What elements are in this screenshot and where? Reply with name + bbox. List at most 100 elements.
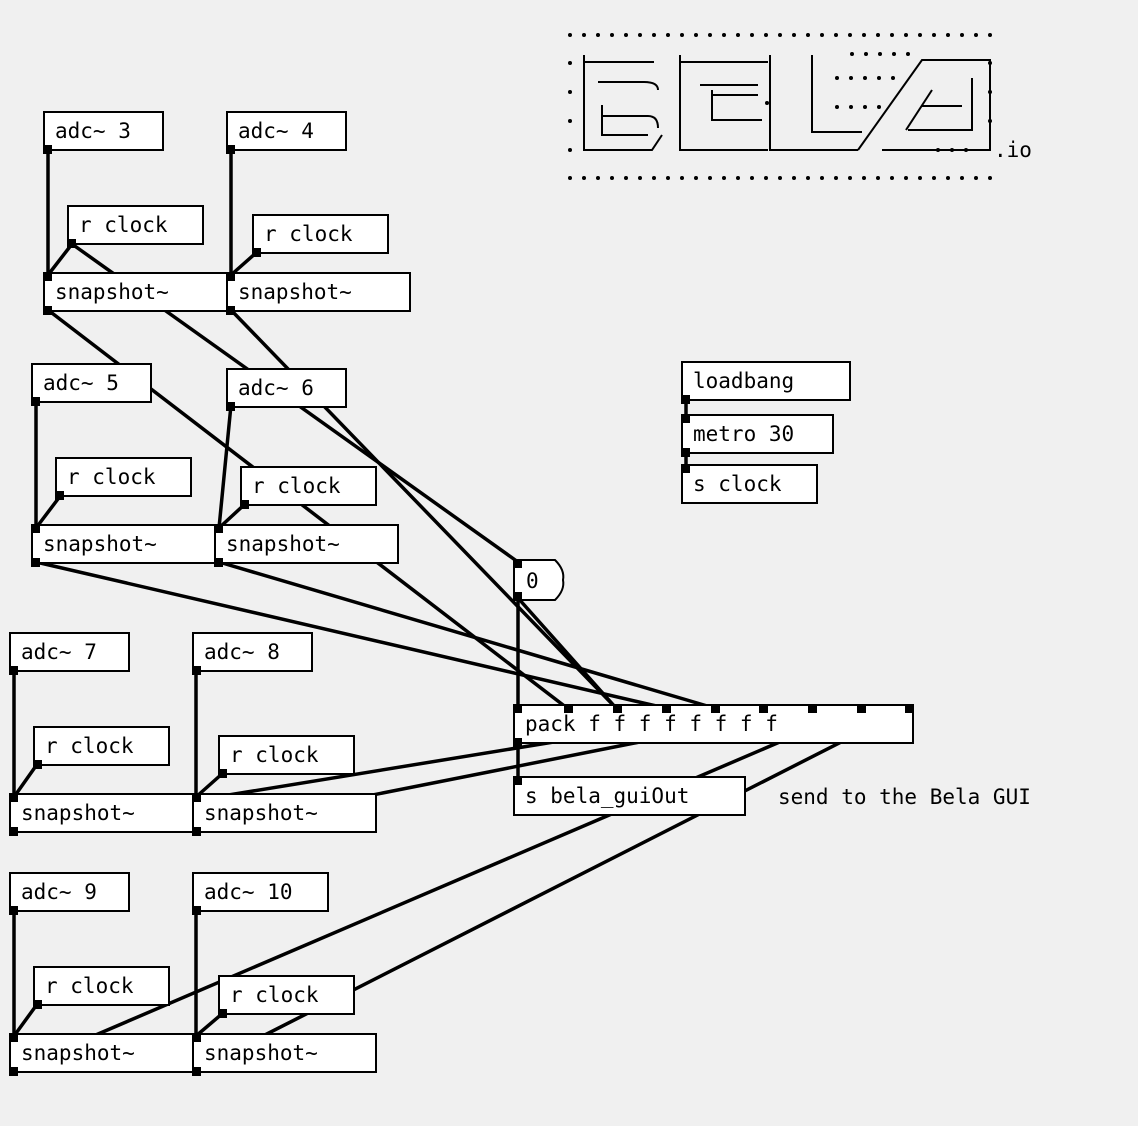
snapshot-object[interactable]: snapshot~	[214, 524, 399, 567]
inlet[interactable]	[9, 793, 18, 802]
snapshot-object[interactable]: snapshot~	[9, 793, 194, 836]
outlet[interactable]	[226, 306, 235, 315]
number-box[interactable]: 0	[513, 559, 567, 602]
outlet[interactable]	[9, 906, 18, 915]
object-label: adc~ 9	[21, 880, 97, 904]
object-label: adc~ 5	[43, 371, 119, 395]
r-clock-object[interactable]: r clock	[33, 726, 170, 769]
snapshot-object[interactable]: snapshot~	[43, 272, 228, 315]
object-label: metro 30	[693, 422, 795, 446]
outlet[interactable]	[240, 500, 249, 509]
snapshot-object[interactable]: snapshot~	[226, 272, 411, 315]
inlet[interactable]	[31, 524, 40, 533]
r-clock-object[interactable]: r clock	[218, 975, 355, 1018]
r-clock-object[interactable]: r clock	[67, 205, 204, 248]
metro-object[interactable]: metro 30	[681, 414, 834, 457]
inlet[interactable]	[226, 272, 235, 281]
outlet[interactable]	[192, 666, 201, 675]
object-label: r clock	[45, 974, 134, 998]
outlet[interactable]	[218, 769, 227, 778]
outlet[interactable]	[192, 1067, 201, 1076]
inlet-8[interactable]	[857, 704, 866, 713]
outlet[interactable]	[681, 395, 690, 404]
snapshot-object[interactable]: snapshot~	[9, 1033, 194, 1076]
send-clock-object[interactable]: s clock	[681, 464, 818, 504]
outlet[interactable]	[9, 827, 18, 836]
outlet[interactable]	[218, 1009, 227, 1018]
adc-3-object[interactable]: adc~ 3	[43, 111, 164, 154]
loadbang-object[interactable]: loadbang	[681, 361, 851, 404]
inlet[interactable]	[43, 272, 52, 281]
bela-logo: .io	[568, 33, 1032, 180]
adc-9-object[interactable]: adc~ 9	[9, 872, 130, 915]
object-label: snapshot~	[21, 801, 135, 825]
r-clock-object[interactable]: r clock	[55, 457, 192, 500]
inlet-6[interactable]	[759, 704, 768, 713]
outlet[interactable]	[33, 760, 42, 769]
inlet-7[interactable]	[808, 704, 817, 713]
outlet[interactable]	[192, 906, 201, 915]
adc-8-object[interactable]: adc~ 8	[192, 632, 313, 675]
r-clock-object[interactable]: r clock	[240, 466, 377, 509]
snapshot-object[interactable]: snapshot~	[31, 524, 216, 567]
adc-6-object[interactable]: adc~ 6	[226, 368, 347, 411]
outlet[interactable]	[226, 402, 235, 411]
object-label: r clock	[45, 734, 134, 758]
inlet-4[interactable]	[662, 704, 671, 713]
r-clock-object[interactable]: r clock	[33, 966, 170, 1009]
inlet-2[interactable]	[564, 704, 573, 713]
outlet[interactable]	[9, 666, 18, 675]
object-label: r clock	[252, 474, 341, 498]
adc-4-object[interactable]: adc~ 4	[226, 111, 347, 154]
outlet[interactable]	[681, 448, 690, 457]
object-label: s clock	[693, 472, 782, 496]
object-label: snapshot~	[226, 532, 340, 556]
outlet[interactable]	[55, 491, 64, 500]
outlet[interactable]	[31, 558, 40, 567]
object-label: pack f f f f f f f f	[525, 712, 778, 736]
adc-10-object[interactable]: adc~ 10	[192, 872, 329, 915]
adc-5-object[interactable]: adc~ 5	[31, 363, 152, 406]
r-clock-object[interactable]: r clock	[218, 735, 355, 778]
outlet[interactable]	[513, 738, 522, 747]
inlet[interactable]	[681, 414, 690, 423]
adc-7-object[interactable]: adc~ 7	[9, 632, 130, 675]
send-bela-gui-object[interactable]: s bela_guiOut	[513, 776, 746, 816]
object-label: loadbang	[693, 369, 795, 393]
outlet[interactable]	[67, 239, 76, 248]
inlet-1[interactable]	[513, 704, 522, 713]
pack-object[interactable]: pack f f f f f f f f	[513, 704, 914, 747]
object-label: snapshot~	[238, 280, 352, 304]
object-label: adc~ 3	[55, 119, 131, 143]
outlet[interactable]	[214, 558, 223, 567]
number-box-value: 0	[526, 569, 539, 593]
inlet[interactable]	[513, 776, 522, 785]
object-label: adc~ 7	[21, 640, 97, 664]
r-clock-object[interactable]: r clock	[252, 214, 389, 257]
object-label: snapshot~	[55, 280, 169, 304]
object-label: snapshot~	[204, 1041, 318, 1065]
object-label: adc~ 10	[204, 880, 293, 904]
outlet[interactable]	[192, 827, 201, 836]
object-label: r clock	[230, 743, 319, 767]
inlet[interactable]	[192, 1033, 201, 1042]
outlet[interactable]	[252, 248, 261, 257]
object-label: s bela_guiOut	[525, 784, 690, 808]
object-label: snapshot~	[204, 801, 318, 825]
outlet[interactable]	[9, 1067, 18, 1076]
inlet[interactable]	[681, 464, 690, 473]
inlet[interactable]	[214, 524, 223, 533]
outlet[interactable]	[43, 145, 52, 154]
snapshot-object[interactable]: snapshot~	[192, 1033, 377, 1076]
inlet-5[interactable]	[711, 704, 720, 713]
outlet[interactable]	[226, 145, 235, 154]
outlet[interactable]	[33, 1000, 42, 1009]
inlet-9[interactable]	[905, 704, 914, 713]
inlet-3[interactable]	[613, 704, 622, 713]
outlet[interactable]	[31, 397, 40, 406]
gui-comment: send to the Bela GUI	[778, 785, 1031, 809]
snapshot-object[interactable]: snapshot~	[192, 793, 377, 836]
outlet[interactable]	[43, 306, 52, 315]
inlet[interactable]	[9, 1033, 18, 1042]
inlet[interactable]	[192, 793, 201, 802]
